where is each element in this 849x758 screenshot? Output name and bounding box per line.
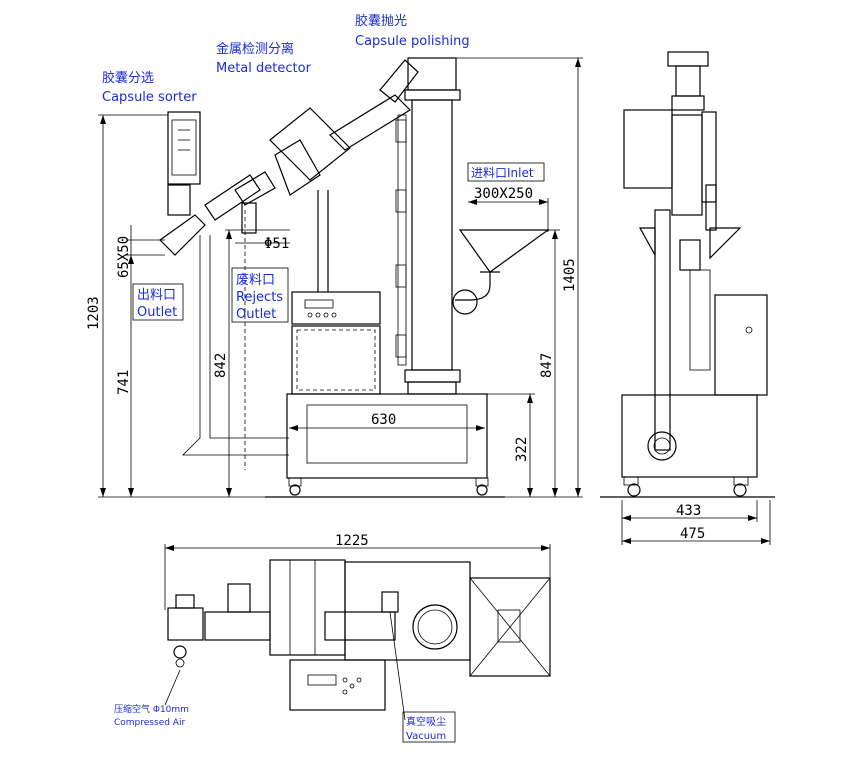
- front-dimensions: [98, 57, 583, 498]
- rejects-en-label: Rejects: [236, 290, 283, 305]
- vacuum-en-label: Vacuum: [406, 731, 446, 742]
- inlet-label-box: [467, 162, 545, 182]
- dim-top-length: 1225: [335, 533, 369, 549]
- dim-height-outlet: 741: [116, 370, 132, 395]
- dim-height-sorter: 1203: [86, 296, 102, 330]
- dim-inlet-size: 300X250: [474, 186, 533, 202]
- dim-rejects-dia: Φ51: [264, 236, 289, 252]
- dim-height-base: 322: [514, 437, 530, 462]
- vacuum-label-box: [402, 711, 456, 743]
- capsule-polishing-cn-label: 胶囊抛光: [355, 13, 407, 29]
- rejects-outlet-en-label: Outlet: [236, 307, 276, 322]
- metal-detector-cn-label: 金属检测分离: [216, 41, 294, 57]
- dim-height-rejects: 842: [213, 353, 229, 378]
- dim-height-total: 1405: [562, 258, 578, 292]
- capsule-polishing-en-label: Capsule polishing: [355, 34, 470, 49]
- top-view: [164, 544, 551, 721]
- side-view: [600, 51, 775, 545]
- dim-height-polisher: 847: [539, 353, 555, 378]
- dim-base-width: 630: [371, 412, 396, 428]
- dim-side-inner: 433: [676, 503, 701, 519]
- outlet-label-box: [132, 283, 184, 321]
- rejects-cn-label: 废料口: [236, 272, 275, 288]
- dim-side-outer: 475: [680, 526, 705, 542]
- dim-outlet-size: 65X50: [116, 236, 132, 278]
- metal-detector-en-label: Metal detector: [216, 61, 312, 76]
- rejects-label-box: [231, 267, 289, 323]
- compressed-air-cn-label: 压缩空气 Φ10mm: [114, 703, 189, 715]
- capsule-sorter-cn-label: 胶囊分选: [102, 70, 154, 86]
- compressed-air-en-label: Compressed Air: [114, 718, 185, 728]
- inlet-label: 进料口Inlet: [471, 166, 534, 180]
- capsule-sorter-en-label: Capsule sorter: [102, 90, 197, 105]
- front-view: [159, 57, 550, 498]
- outlet-en-label: Outlet: [137, 305, 177, 320]
- vacuum-cn-label: 真空吸尘: [406, 715, 446, 728]
- outlet-cn-label: 出料口: [137, 288, 176, 303]
